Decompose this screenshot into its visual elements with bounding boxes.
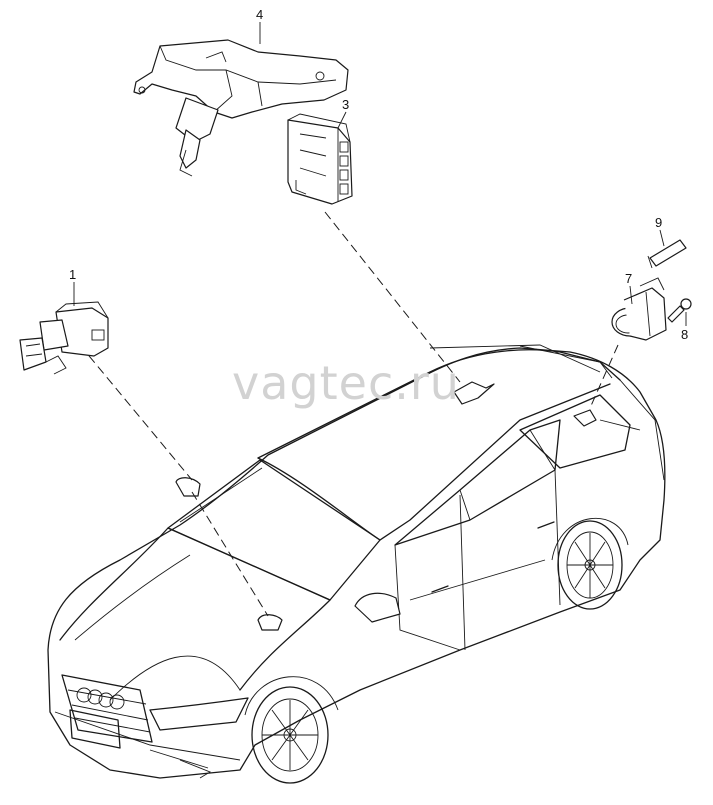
- part-1-switch: [19, 301, 109, 375]
- leader-lines: [79, 211, 619, 617]
- mount-mark-3: [453, 381, 495, 405]
- callout-8: 8: [681, 327, 689, 342]
- callout-1: 1: [69, 267, 77, 282]
- mount-mark-1: [175, 477, 201, 497]
- car-illustration: [47, 344, 666, 784]
- part-3-control-unit: [287, 113, 353, 205]
- callout-7: 7: [625, 271, 633, 286]
- callout-3: 3: [342, 97, 350, 112]
- watermark-text: vagtec.ru: [232, 356, 460, 410]
- callout-4: 4: [256, 7, 264, 22]
- part-9-pin: [647, 239, 687, 269]
- part-8-bolt: [667, 298, 692, 323]
- mount-mark-4: [573, 409, 597, 427]
- callout-9: 9: [655, 215, 663, 230]
- part-4-bracket: [133, 39, 349, 177]
- mount-mark-2: [257, 614, 283, 631]
- part-7-sensor: [611, 277, 667, 341]
- mounting-marks: [175, 381, 597, 631]
- callout-ticks: [73, 22, 687, 326]
